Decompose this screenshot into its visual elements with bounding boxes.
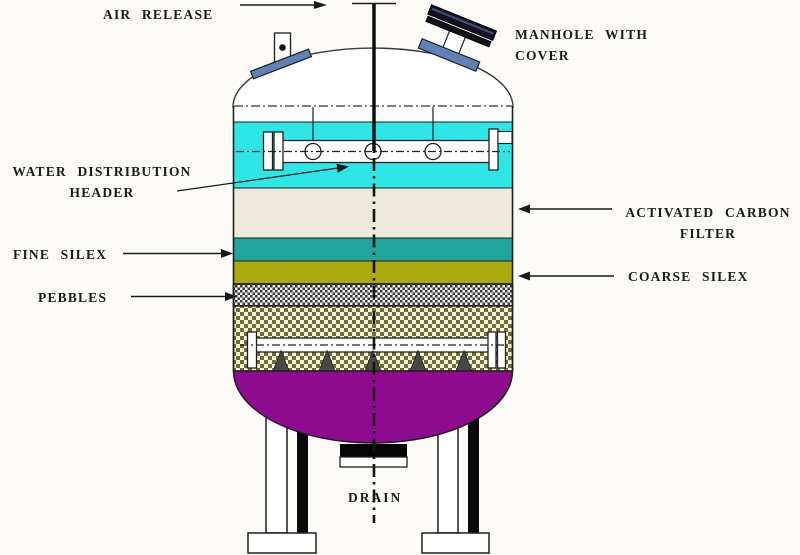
annotation-arrows (123, 4, 614, 298)
pebbles-arrowhead (225, 292, 237, 301)
label-pebbles: PEBBLES (38, 290, 108, 305)
label-manhole: MANHOLE WITH COVER (515, 24, 648, 66)
label-manhole-line2: COVER (515, 48, 570, 63)
activated-carbon-arrowhead (518, 204, 530, 214)
manhole-flange (417, 37, 481, 73)
leg-left-brace (297, 398, 308, 533)
manhole-cover-stripe (431, 7, 494, 35)
label-water-header-line2: HEADER (69, 185, 135, 200)
coarse-silex-arrowhead (518, 271, 530, 281)
label-manhole-line1: MANHOLE WITH (515, 27, 649, 42)
label-drain: DRAIN (348, 490, 403, 505)
lateral-end-plate-left (246, 331, 258, 369)
label-activated-carbon-line1: ACTIVATED CARBON (625, 205, 791, 220)
vent-valve-dot (279, 44, 286, 51)
lateral-end-plate-right-2 (496, 331, 507, 369)
vent-flange-group (249, 48, 313, 80)
label-water-distribution-header: WATER DISTRIBUTION HEADER (4, 161, 200, 203)
leg-right-baseplate (421, 532, 490, 554)
manhole-cover-bottom (425, 15, 492, 48)
leg-left-baseplate (247, 532, 317, 554)
header-end-plate-right (488, 128, 499, 171)
lateral-end-plate-right-1 (487, 331, 497, 369)
label-activated-carbon-filter: ACTIVATED CARBON FILTER (608, 202, 800, 244)
header-wall-stub (497, 130, 513, 145)
label-activated-carbon-line2: FILTER (679, 226, 737, 241)
label-water-header-line1: WATER DISTRIBUTION (12, 164, 192, 179)
manhole-group (417, 4, 498, 73)
water-header-leader-line (176, 167, 339, 192)
vent-flange (249, 48, 313, 80)
label-air-release: AIR RELEASE (103, 7, 214, 22)
label-coarse-silex: COARSE SILEX (628, 269, 749, 284)
air-release-arrowhead (314, 1, 327, 9)
leg-right-brace (468, 398, 479, 533)
water-header-arrowhead (336, 163, 349, 173)
fine-silex-arrowhead (221, 249, 233, 258)
label-fine-silex: FINE SILEX (13, 247, 108, 262)
annotation-arrowheads (221, 1, 530, 301)
